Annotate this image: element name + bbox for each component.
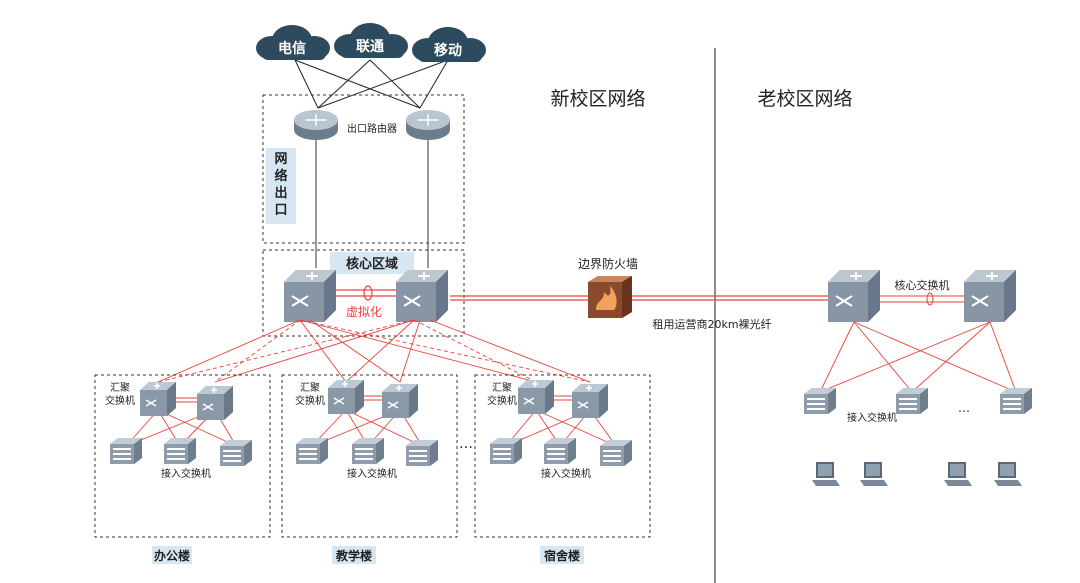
firewall-label: 边界防火墙 [578,256,638,271]
new-campus-title: 新校区网络 [550,88,645,110]
router-icon [405,109,451,141]
terminal-icon [944,462,972,486]
core-switch-icon [283,269,337,323]
access-switch-icon [110,438,142,464]
building-dorm: 汇聚 交换机 接入交换机 [487,379,632,480]
isp-links [294,59,449,109]
svg-text:汇聚: 汇聚 [300,381,320,394]
core-switch-new-2 [395,269,449,323]
svg-text:接入交换机: 接入交换机 [347,467,397,480]
fiber-label: 租用运营商20km裸光纤 [652,317,771,331]
svg-text:口: 口 [274,203,287,218]
network-exit-label: 网 络 出 口 [274,152,287,218]
core-zone-label: 核心区域 [346,256,398,272]
core-switch-icon [827,269,881,323]
access-switch-icon [406,440,438,466]
old-campus-network: 核心交换机 接入交换机 … [804,269,1032,486]
access-switch-icon [220,440,252,466]
access-switch-icon [804,388,836,414]
access-switch-icon [600,440,632,466]
cloud-telecom: 电信 [256,25,330,60]
svg-text:汇聚: 汇聚 [492,381,512,394]
old-campus-title: 老校区网络 [757,88,852,110]
svg-text:交换机: 交换机 [295,394,325,407]
building-office: 汇聚 交换机 接入交换机 [105,381,252,480]
terminal-icon [860,462,888,486]
core-to-agg-dashed [157,319,591,383]
border-firewall [588,276,632,318]
firewall-icon [596,286,617,310]
access-switch-icon [896,388,928,414]
virtualization-label: 虚拟化 [346,305,382,319]
core-switch-icon [963,269,1017,323]
svg-text:交换机: 交换机 [487,394,517,407]
core-zone [262,249,465,337]
agg-switch-icon [139,381,177,417]
access-switch-icon [352,438,384,464]
agg-switch-icon [196,385,234,421]
svg-text:网: 网 [274,152,287,167]
core-to-agg-links [157,319,591,383]
old-ellipsis: … [958,401,970,415]
access-switch-icon [164,438,196,464]
network-exit-zone [262,94,465,244]
svg-text:接入交换机: 接入交换机 [161,467,211,480]
access-switch-icon [296,438,328,464]
access-switch-icon [1000,388,1032,414]
core-switch-new-1 [283,269,337,323]
core-virtual-link [336,285,400,301]
terminal-icon [994,462,1022,486]
building-label-office: 办公楼 [154,548,190,563]
svg-text:出: 出 [274,185,287,201]
agg-switch-icon [381,383,419,419]
old-access-switch-label: 接入交换机 [847,411,897,424]
exit-router-1 [293,109,339,141]
building-label-dorm: 宿舍楼 [544,548,580,563]
exit-router-2 [405,109,451,141]
svg-text:汇聚: 汇聚 [110,381,130,394]
agg-switch-icon [517,379,555,415]
terminal-icon [812,462,840,486]
svg-text:络: 络 [274,168,287,184]
agg-switch-icon [327,379,365,415]
agg-switch-icon [571,383,609,419]
old-core-switch-label: 核心交换机 [895,278,950,292]
cloud-mobile: 移动 [412,27,486,62]
access-switch-icon [544,438,576,464]
router-icon [293,109,339,141]
cloud-unicom: 联通 [334,23,408,58]
leased-fiber-link [450,295,830,301]
core-switch-icon [395,269,449,323]
building-label-teaching: 教学楼 [335,548,372,563]
cloud-mobile-label: 移动 [434,42,462,59]
core-zone-label-bg [330,252,414,274]
building-teaching: 汇聚 交换机 接入交换机 [295,379,438,480]
ellipsis-buildings: … [459,436,473,452]
exit-router-label: 出口路由器 [347,122,397,135]
access-switch-icon [490,438,522,464]
network-exit-label-bg [266,148,296,224]
svg-text:接入交换机: 接入交换机 [541,467,591,480]
cloud-telecom-label: 电信 [278,40,306,57]
cloud-unicom-label: 联通 [356,39,384,55]
svg-text:交换机: 交换机 [105,394,135,407]
